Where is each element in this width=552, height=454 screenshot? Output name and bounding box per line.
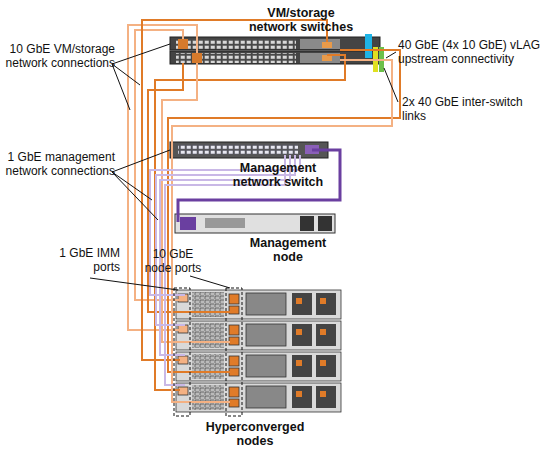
server-part bbox=[192, 385, 224, 410]
hardware-label-node: Management node bbox=[240, 236, 336, 264]
server-part bbox=[316, 293, 336, 315]
node-heading: Management network switch bbox=[218, 161, 338, 189]
callout-label: 1 GbE management network connections bbox=[3, 150, 115, 178]
server-part bbox=[229, 387, 239, 397]
server-part bbox=[192, 323, 224, 348]
leader-lines bbox=[90, 44, 398, 416]
server-part bbox=[246, 355, 286, 377]
server-part bbox=[246, 324, 286, 346]
server-part bbox=[229, 294, 239, 304]
server-part bbox=[320, 360, 326, 366]
server-part bbox=[292, 324, 312, 346]
server-part bbox=[246, 293, 286, 315]
callout-label: 1 GbE IMM ports bbox=[40, 246, 120, 274]
server-part bbox=[229, 399, 239, 407]
cables bbox=[128, 20, 400, 402]
management-server bbox=[175, 214, 335, 233]
node-heading: Management node bbox=[240, 236, 336, 264]
server-part bbox=[176, 321, 341, 350]
callout-label: 2x 40 GbE inter-switch links bbox=[402, 95, 548, 123]
server-part bbox=[316, 324, 336, 346]
hardware-label-node: Management network switch bbox=[218, 161, 338, 189]
server-part bbox=[296, 298, 302, 304]
vm-storage-switches bbox=[170, 34, 384, 72]
server-part bbox=[176, 290, 341, 319]
server-part bbox=[176, 352, 341, 381]
server-part bbox=[292, 355, 312, 377]
server-part bbox=[320, 298, 326, 304]
server-part bbox=[229, 306, 239, 314]
server-part bbox=[229, 356, 239, 366]
server-part bbox=[192, 292, 224, 317]
hyperconverged-servers bbox=[176, 290, 341, 412]
server-part bbox=[246, 386, 286, 408]
node-heading: VM/storage network switches bbox=[246, 6, 356, 34]
server-part bbox=[316, 386, 336, 408]
server-part bbox=[192, 354, 224, 379]
management-switch bbox=[170, 142, 328, 158]
hardware-label-node: VM/storage network switches bbox=[246, 6, 356, 34]
callout-label: 10 GbE VM/storage network connections bbox=[3, 42, 115, 70]
callout-label: 10 GbE node ports bbox=[140, 247, 206, 275]
node-heading: Hyperconverged nodes bbox=[190, 420, 320, 448]
server-part bbox=[316, 355, 336, 377]
server-part bbox=[292, 293, 312, 315]
server-part bbox=[320, 329, 326, 335]
server-part bbox=[176, 383, 341, 412]
hardware-label-node: Hyperconverged nodes bbox=[190, 420, 320, 448]
server-part bbox=[320, 391, 326, 397]
server-part bbox=[296, 329, 302, 335]
callout-label: 40 GbE (4x 10 GbE) vLAG upstream connect… bbox=[398, 38, 548, 66]
server-part bbox=[229, 325, 239, 335]
server-part bbox=[229, 368, 239, 376]
server-part bbox=[296, 391, 302, 397]
server-part bbox=[292, 386, 312, 408]
server-part bbox=[229, 337, 239, 345]
server-part bbox=[296, 360, 302, 366]
